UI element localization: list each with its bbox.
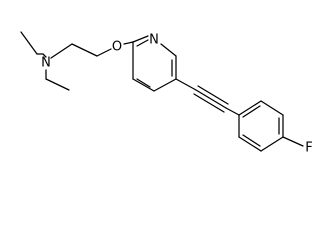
pyridine-nitrogen-label: N	[149, 33, 159, 48]
ring-alkyne-bond	[175, 78, 197, 91]
ether-oxygen-label: O	[112, 40, 122, 55]
pyridine-ring	[132, 35, 177, 92]
ethoxy-linker	[71, 43, 112, 57]
alkyne-phenyl-bond	[225, 107, 240, 116]
c-f-bond	[282, 136, 304, 147]
fluorophenyl-ring	[238, 100, 284, 152]
o-ring-bond	[123, 41, 134, 45]
alkyne-triple-bond	[193, 85, 229, 113]
n-ethyl-bonds	[42, 43, 73, 91]
fluorine-label: F	[305, 141, 312, 156]
chemical-structure: N O N F	[20, 31, 313, 156]
amine-nitrogen-label: N	[41, 56, 51, 71]
ethyl-upper	[20, 31, 44, 55]
